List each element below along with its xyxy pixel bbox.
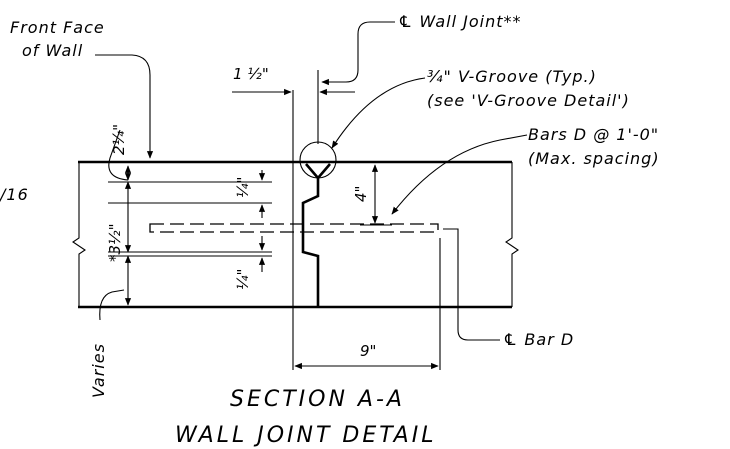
bars-label-1: Bars D @ 1'-0" (528, 125, 659, 144)
dim-3-5-text: *3½" (106, 224, 124, 262)
left-break-line (72, 162, 86, 307)
cl-wall-joint-label: ℄ Wall Joint** (398, 12, 522, 31)
bars-label-2: (Max. spacing) (528, 149, 660, 168)
dim-quarter-top-text: ¼" (234, 177, 252, 198)
dim-9in-text: 9" (360, 342, 376, 360)
v-groove-label-2: (see 'V-Groove Detail') (427, 91, 630, 110)
varies-leader (99, 289, 125, 321)
v-groove-leader (331, 77, 426, 149)
two-quarter-leader (108, 129, 129, 181)
left-cut-text: /16 (0, 185, 29, 204)
dowel-bar (149, 223, 439, 233)
joint-profile (301, 178, 320, 307)
dim-2-25-text: 2¼" (110, 124, 128, 155)
v-groove-label-1: ¾" V-Groove (Typ.) (427, 67, 597, 86)
bar-cl-leader (443, 228, 500, 341)
bars-leader (391, 134, 528, 215)
cl-joint-leader (321, 21, 395, 86)
title-line-2: WALL JOINT DETAIL (175, 423, 436, 448)
cl-bar-label: ℄ Bar D (503, 330, 574, 349)
front-face-label-1: Front Face (10, 18, 105, 37)
dim-4in-text: 4" (352, 186, 370, 202)
v-groove-circle (299, 141, 337, 179)
varies-label: Varies (89, 343, 108, 398)
front-face-leader (95, 54, 154, 159)
right-break-line (505, 162, 519, 307)
front-face-label-2: of Wall (22, 41, 83, 60)
title-line-1: SECTION A-A (230, 387, 405, 412)
dim-quarter-bottom-text: ¼" (234, 269, 252, 290)
dim-1-5-text: 1 ½" (233, 65, 269, 83)
